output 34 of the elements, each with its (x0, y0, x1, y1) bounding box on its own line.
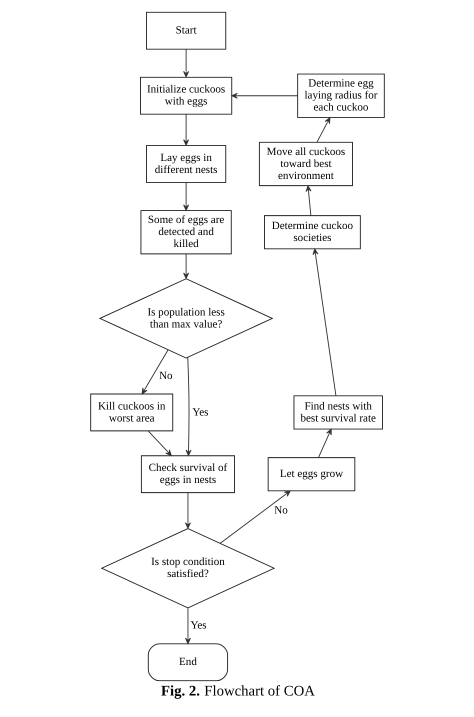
edge-label: No (158, 370, 172, 382)
node-box: Determine cuckoo societies (264, 215, 360, 250)
arrow (182, 114, 189, 146)
node-box: Start (146, 12, 226, 50)
node-box: Let eggs grow (267, 457, 355, 492)
node-box: Lay eggs in different nests (146, 145, 226, 183)
node-diamond: Is stop condition satisfied? (100, 528, 275, 608)
edge-label: Yes (190, 620, 206, 632)
arrow (184, 492, 190, 529)
node-diamond: Is population less than max value? (98, 278, 273, 359)
arrow (219, 490, 290, 544)
node-box: End (147, 643, 228, 682)
arrow (316, 117, 330, 142)
arrow (147, 430, 172, 456)
arrow (230, 92, 298, 99)
arrow (184, 608, 190, 644)
edge-label: Yes (192, 406, 208, 418)
arrow (141, 350, 168, 394)
caption: Fig. 2. Flowchart of COA (160, 683, 314, 700)
node-box: Initialize cuckoos with eggs (140, 76, 232, 115)
node-box: Find nests with best survival rate (293, 395, 382, 430)
arrow (182, 254, 189, 279)
node-box: Determine egg laying radius for each cuckoo (296, 74, 384, 118)
arrow (305, 185, 311, 216)
node-box: Move all cuckoos toward best environment (258, 142, 352, 186)
arrow (312, 248, 336, 396)
node-box: Some of eggs are detected and killed (140, 210, 232, 254)
arrow (318, 428, 332, 458)
arrow (185, 356, 191, 456)
edge-label: No (274, 504, 288, 516)
arrow (182, 182, 189, 211)
node-box: Check survival of eggs in nests (140, 455, 234, 494)
arrow (182, 48, 189, 78)
node-box: Kill cuckoos in worst area (90, 394, 173, 432)
